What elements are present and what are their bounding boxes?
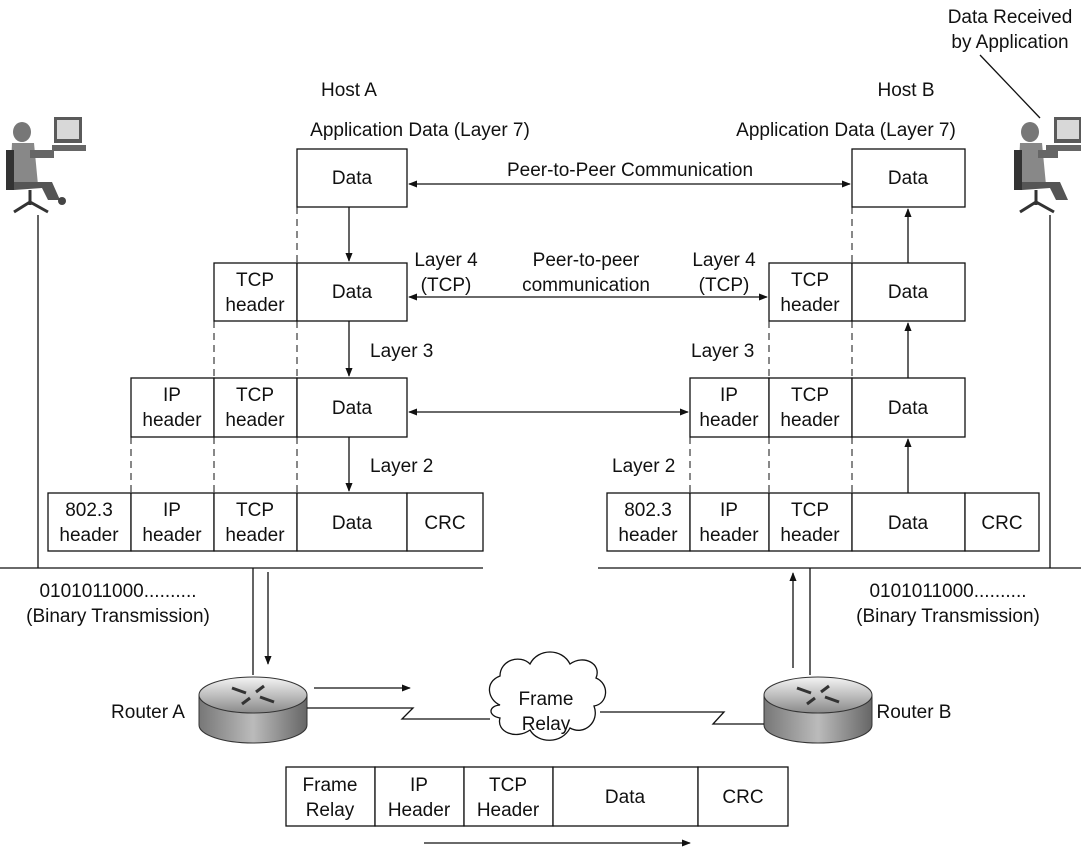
host-b-title: Host B xyxy=(877,80,934,101)
host-b-layer7-row: Data xyxy=(851,148,966,208)
host-a-layer2-label: Layer 2 xyxy=(370,456,433,477)
frame-fr-1: Frame xyxy=(303,775,358,796)
host-a-l3-ip-2: header xyxy=(142,410,202,431)
serial-link-b xyxy=(600,711,764,725)
caption-line1: Data Received xyxy=(948,7,1073,28)
host-a-l7-data: Data xyxy=(332,168,373,189)
host-a-l2-tcp-2: header xyxy=(225,525,285,546)
host-b-app-label: Application Data (Layer 7) xyxy=(736,120,956,141)
host-b-layer3-label: Layer 3 xyxy=(691,341,754,362)
host-b-l2-ip-1: IP xyxy=(720,500,738,521)
host-a-layer4-line2: (TCP) xyxy=(421,275,472,296)
host-b-l3-data: Data xyxy=(888,398,929,419)
host-a-l3-data: Data xyxy=(332,398,373,419)
host-b-l2-tcp-2: header xyxy=(780,525,840,546)
frame-fr-2: Relay xyxy=(306,800,355,821)
host-b-l3-ip-1: IP xyxy=(720,385,738,406)
host-b-l2-data: Data xyxy=(888,513,929,534)
peer7-label: Peer-to-Peer Communication xyxy=(507,160,753,181)
host-b-l3-tcp-1: TCP xyxy=(791,385,829,406)
host-a-l2-eth-2: header xyxy=(59,525,119,546)
host-a-l2-crc: CRC xyxy=(424,513,465,534)
user-b-icon xyxy=(1014,117,1081,214)
host-b-l3-tcp-2: header xyxy=(780,410,840,431)
host-a-l3-ip-1: IP xyxy=(163,385,181,406)
host-a-l2-tcp-1: TCP xyxy=(236,500,274,521)
alignment-guides xyxy=(130,207,853,493)
host-b-l3-ip-2: header xyxy=(699,410,759,431)
host-b-layer2-label: Layer 2 xyxy=(612,456,675,477)
peer4-line2: communication xyxy=(522,275,650,296)
peer4-line1: Peer-to-peer xyxy=(533,250,640,271)
host-a-l4-data: Data xyxy=(332,282,373,303)
host-a-l3-tcp-1: TCP xyxy=(236,385,274,406)
host-b-l4-tcp-1: TCP xyxy=(791,270,829,291)
frame-crc: CRC xyxy=(722,787,763,808)
router-b-icon xyxy=(763,676,873,744)
frame-ip-2: Header xyxy=(388,800,451,821)
host-a-layer2-row: 802.3 header IP header TCP header Data C… xyxy=(47,492,484,552)
host-b-l2-crc: CRC xyxy=(981,513,1022,534)
host-a-title: Host A xyxy=(321,80,377,101)
host-b-layer4-line1: Layer 4 xyxy=(692,250,756,271)
host-b-layer2-row: 802.3 header IP header TCP header Data C… xyxy=(606,492,1040,552)
host-a-layer4-row: TCP header Data xyxy=(213,262,408,322)
host-a-l4-tcp-1: TCP xyxy=(236,270,274,291)
caption-line2: by Application xyxy=(951,32,1068,53)
host-b-l4-tcp-2: header xyxy=(780,295,840,316)
host-b-l2-ip-2: header xyxy=(699,525,759,546)
host-b-layer3-row: IP header TCP header Data xyxy=(689,377,966,438)
frame-data: Data xyxy=(605,787,646,808)
router-a-label: Router A xyxy=(111,702,185,723)
binary-b-line1: 0101011000.......... xyxy=(869,581,1026,602)
caption-pointer xyxy=(979,54,1041,119)
host-b-l2-eth-1: 802.3 xyxy=(624,500,672,521)
frame-relay-cloud xyxy=(488,651,607,741)
binary-a-line2: (Binary Transmission) xyxy=(26,606,210,627)
host-a-l2-eth-1: 802.3 xyxy=(65,500,113,521)
host-a-l2-ip-2: header xyxy=(142,525,202,546)
host-b-l2-eth-2: header xyxy=(618,525,678,546)
frame-tcp-2: Header xyxy=(477,800,540,821)
user-a-icon xyxy=(6,117,86,214)
host-a-layer3-row: IP header TCP header Data xyxy=(130,377,408,438)
host-a-layer7-row: Data xyxy=(296,148,408,208)
host-a-l4-tcp-2: header xyxy=(225,295,285,316)
frame-relay-frame: Frame Relay IP Header TCP Header Data CR… xyxy=(285,766,789,827)
router-b-label: Router B xyxy=(877,702,952,723)
binary-a-line1: 0101011000.......... xyxy=(39,581,196,602)
host-b-l2-tcp-1: TCP xyxy=(791,500,829,521)
host-a-layer3-label: Layer 3 xyxy=(370,341,433,362)
host-a-app-label: Application Data (Layer 7) xyxy=(310,120,530,141)
frame-ip-1: IP xyxy=(410,775,428,796)
router-a-icon xyxy=(198,676,308,744)
host-b-l4-data: Data xyxy=(888,282,929,303)
host-a-l2-data: Data xyxy=(332,513,373,534)
host-a-layer4-line1: Layer 4 xyxy=(414,250,478,271)
host-b-layer4-line2: (TCP) xyxy=(699,275,750,296)
host-a-l3-tcp-2: header xyxy=(225,410,285,431)
host-a-l2-ip-1: IP xyxy=(163,500,181,521)
binary-b-line2: (Binary Transmission) xyxy=(856,606,1040,627)
host-b-layer4-row: TCP header Data xyxy=(768,262,966,322)
cloud-line1: Frame xyxy=(519,689,574,710)
cloud-line2: Relay xyxy=(522,714,571,735)
host-b-l7-data: Data xyxy=(888,168,929,189)
serial-link-a xyxy=(307,707,490,720)
frame-tcp-1: TCP xyxy=(489,775,527,796)
